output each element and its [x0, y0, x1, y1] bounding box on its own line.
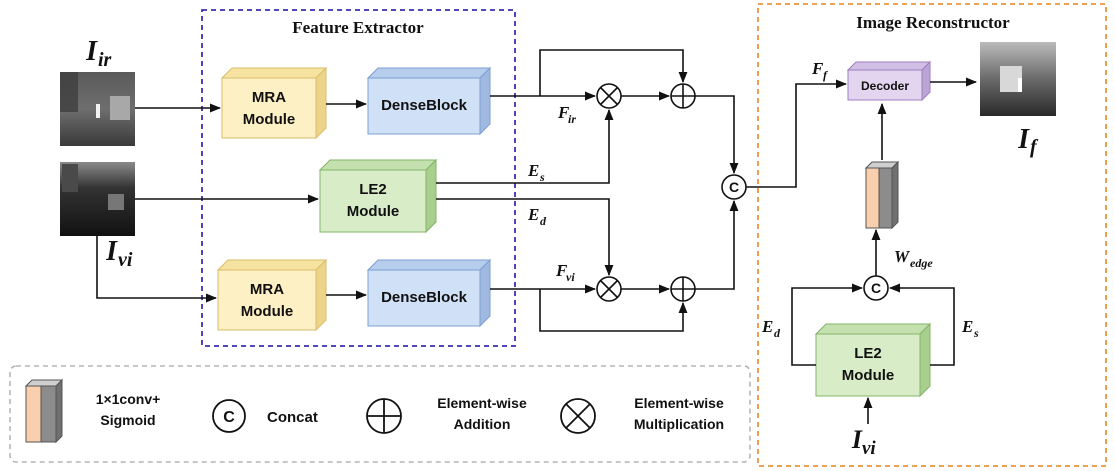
add-operator-bottom	[670, 276, 696, 302]
e-d-rec-label: E	[761, 317, 773, 336]
e-s-rec-sub: s	[973, 326, 979, 340]
legend-mul-label-1: Element-wise	[634, 395, 724, 411]
legend-add-label-1: Element-wise	[437, 395, 527, 411]
legend-add-icon	[366, 398, 402, 434]
feature-extractor-title: Feature Extractor	[292, 18, 424, 37]
visible-image	[60, 162, 135, 236]
decoder-label: Decoder	[861, 79, 909, 93]
image-reconstructor-frame	[757, 3, 1107, 467]
infrared-image	[60, 72, 135, 146]
f-f-sub: f	[823, 68, 828, 82]
e-s-rec-label: E	[961, 317, 973, 336]
dense-top-label: DenseBlock	[381, 97, 468, 114]
visible-rec-sub: vi	[862, 438, 876, 459]
le2-mid-label-1: LE2	[359, 181, 387, 198]
legend-conv-icon	[24, 378, 64, 444]
visible-label-sub: vi	[118, 249, 133, 271]
legend-frame	[9, 365, 751, 463]
legend-add-label-2: Addition	[454, 416, 511, 432]
fused-label-sub: f	[1030, 136, 1039, 158]
f-f-label: F	[811, 59, 824, 78]
e-s-label: E	[527, 161, 539, 180]
decoder-block: Decoder	[846, 60, 932, 102]
mra-module-bottom: MRA Module	[216, 258, 328, 332]
le2-rec-label-1: LE2	[854, 345, 882, 362]
multiply-operator-bottom	[596, 276, 622, 302]
w-edge-label: W	[894, 247, 911, 266]
image-reconstructor-title: Image Reconstructor	[856, 13, 1010, 32]
visible-label: I	[105, 236, 118, 267]
dense-bot-label: DenseBlock	[381, 289, 468, 306]
svg-text:C: C	[223, 409, 235, 426]
svg-text:C: C	[871, 280, 881, 296]
e-d-sub: d	[540, 214, 547, 228]
le2-module-reconstructor: LE2 Module	[814, 322, 932, 398]
visible-rec-label: I	[851, 425, 863, 454]
feature-extractor-frame	[201, 9, 516, 347]
mra-module-top: MRA Module	[220, 66, 328, 140]
legend-multiply-icon	[560, 398, 596, 434]
conv-sigmoid-block	[864, 160, 900, 230]
mra-bot-label-2: Module	[241, 303, 294, 320]
fused-image	[980, 42, 1056, 116]
legend-mul-label-2: Multiplication	[634, 416, 724, 432]
f-ir-sub: ir	[568, 112, 576, 126]
e-d-label: E	[527, 205, 539, 224]
e-s-sub: s	[539, 170, 545, 184]
legend-conv-label-1: 1×1conv+	[96, 391, 161, 407]
mra-top-label-2: Module	[243, 111, 296, 128]
multiply-operator-top	[596, 83, 622, 109]
concat-operator-main: C	[721, 174, 747, 200]
f-vi-label: F	[555, 261, 568, 280]
le2-module-middle: LE2 Module	[318, 158, 438, 234]
denseblock-bottom: DenseBlock	[366, 258, 492, 328]
legend-concat-label: Concat	[267, 409, 318, 426]
le2-mid-label-2: Module	[347, 203, 400, 220]
w-edge-sub: edge	[910, 256, 933, 270]
mra-bot-label-1: MRA	[250, 281, 284, 298]
le2-rec-label-2: Module	[842, 367, 895, 384]
f-vi-sub: vi	[566, 270, 575, 284]
fused-label: I	[1017, 124, 1030, 155]
connections	[96, 49, 978, 424]
f-ir-label: F	[557, 103, 570, 122]
denseblock-top: DenseBlock	[366, 66, 492, 136]
legend-conv-label-2: Sigmoid	[100, 412, 155, 428]
infrared-label: I	[85, 36, 98, 67]
mra-top-label-1: MRA	[252, 89, 286, 106]
concat-operator-reconstructor: C	[863, 275, 889, 301]
svg-text:C: C	[729, 179, 739, 195]
legend-concat-icon: C	[212, 399, 246, 433]
add-operator-top	[670, 83, 696, 109]
infrared-label-sub: ir	[98, 49, 112, 71]
e-d-rec-sub: d	[774, 326, 781, 340]
